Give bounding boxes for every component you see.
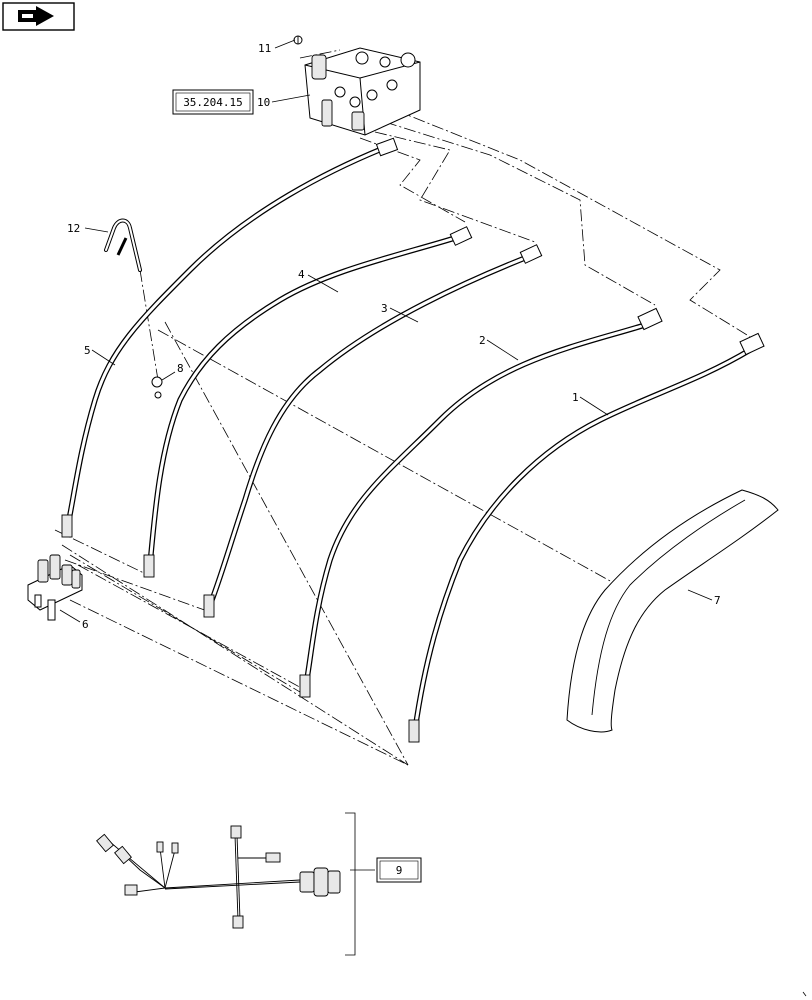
hose-cover: [566, 489, 779, 733]
hose-2: [299, 307, 663, 698]
hose-5: [61, 137, 399, 538]
hose-3: [203, 244, 543, 618]
callout-7: 7: [714, 594, 721, 607]
back-arrow-icon: [18, 6, 54, 26]
callout-1: 1: [572, 391, 579, 404]
nut-8: [151, 376, 163, 399]
harness-bracket: [345, 812, 356, 956]
callout-5: 5: [84, 344, 91, 357]
corner-mark: [802, 991, 807, 997]
callout-11: 11: [258, 42, 271, 55]
callout-3: 3: [381, 302, 388, 315]
manifold: [27, 554, 83, 621]
wiring-harness: [96, 825, 341, 929]
hose-1: [408, 332, 765, 743]
hose-4: [143, 226, 473, 578]
reference-link[interactable]: 35.204.15: [172, 89, 254, 115]
u-bolt: [104, 218, 142, 272]
callout-9: 9: [396, 864, 403, 877]
bolt-11: [293, 35, 303, 45]
callout-10: 10: [257, 96, 270, 109]
callout-6: 6: [82, 618, 89, 631]
nav-button[interactable]: [2, 2, 75, 31]
callout-2: 2: [479, 334, 486, 347]
callout-box-9: 9: [376, 857, 422, 883]
reference-label: 35.204.15: [183, 96, 243, 109]
callout-8: 8: [177, 362, 184, 375]
routing-lines: [54, 49, 753, 766]
callout-12: 12: [67, 222, 80, 235]
callout-4: 4: [298, 268, 305, 281]
leader-lines: [59, 39, 713, 871]
control-valve: [304, 47, 421, 136]
